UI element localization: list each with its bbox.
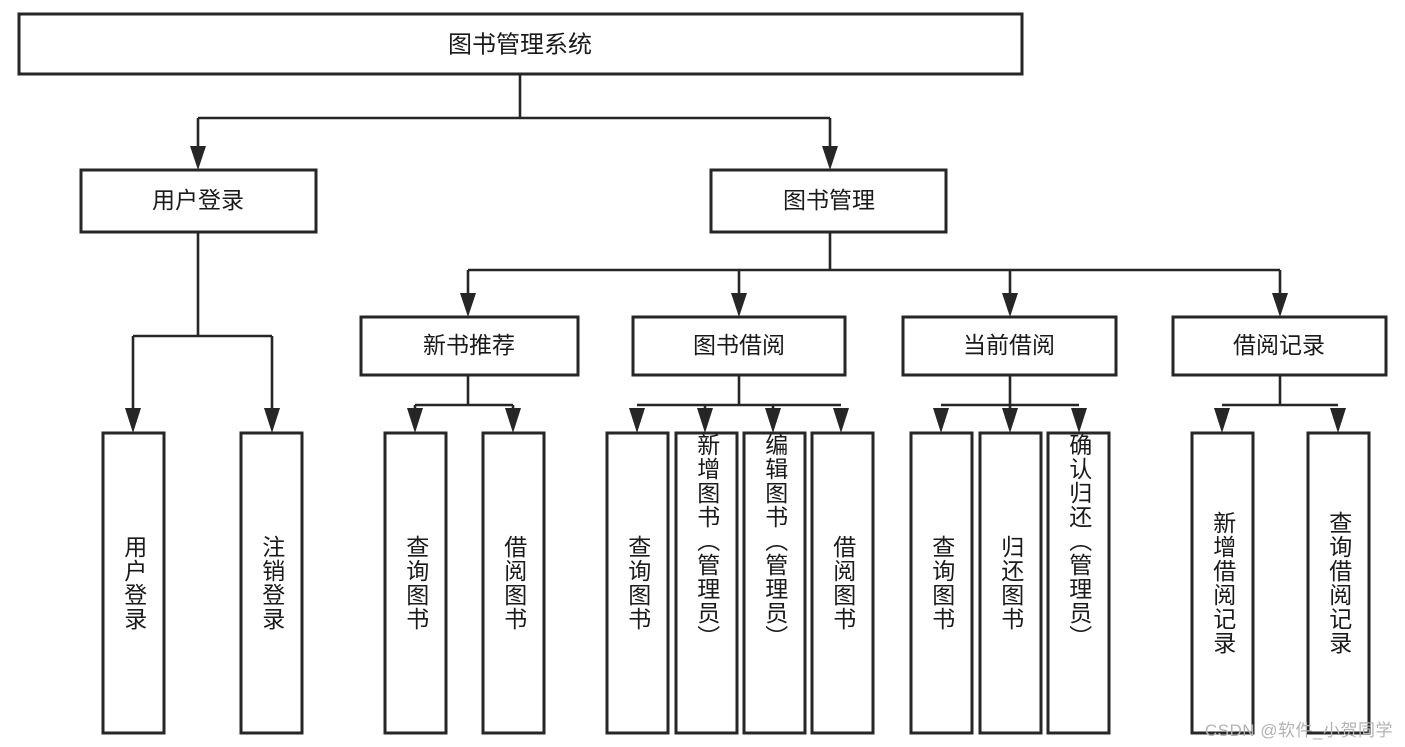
node-current-box[interactable]	[901, 315, 1118, 377]
arrowhead-leaf-bo-0	[629, 408, 645, 433]
arrowhead-leaf-cu-1	[1002, 408, 1018, 433]
node-new-book-box[interactable]	[359, 315, 580, 377]
node-leaf-bo-1-box[interactable]	[674, 431, 739, 735]
arrowhead-leaf-cu-0	[933, 408, 949, 433]
arrowhead-leaf-bo-1	[697, 408, 713, 433]
node-leaf-ul-1-box[interactable]	[239, 431, 304, 735]
node-root-label: 图书管理系统	[448, 31, 592, 58]
arrowhead-leaf-re-1	[1330, 408, 1346, 433]
node-leaf-bo-0-box[interactable]	[605, 431, 670, 735]
node-leaf-bo-3-box[interactable]	[810, 431, 875, 735]
connector-current-to-leaves	[933, 375, 1087, 433]
arrowhead-l3-3	[1272, 293, 1288, 317]
node-leaf-cu-2-box[interactable]	[1046, 431, 1111, 735]
arrowhead-l3-1	[731, 293, 747, 317]
arrowhead-leaf-bo-2	[765, 408, 781, 433]
connector-book-mgmt-to-level3	[460, 232, 1288, 317]
arrowhead-leaf-ul-0	[125, 408, 141, 433]
node-leaf-re-1-box[interactable]	[1306, 431, 1371, 735]
node-root-box[interactable]	[17, 12, 1024, 76]
connector-borrow-to-leaves	[629, 375, 849, 433]
arrowhead-leaf-cu-2	[1071, 408, 1087, 433]
node-new-book-label: 新书推荐	[423, 332, 515, 358]
arrowhead-leaf-re-0	[1214, 408, 1230, 433]
connector-records-to-leaves	[1214, 375, 1346, 433]
node-records-label: 借阅记录	[1233, 332, 1325, 358]
arrowhead-leaf-nb-1	[505, 408, 521, 433]
connector-new-book-to-leaves	[407, 375, 521, 433]
arrowhead-l3-0	[460, 293, 476, 317]
node-user-login-label: 用户登录	[152, 187, 244, 213]
arrowhead-leaf-bo-3	[833, 408, 849, 433]
node-current-label: 当前借阅	[963, 332, 1055, 358]
node-leaf-cu-0-box[interactable]	[909, 431, 974, 735]
node-book-mgmt-label: 图书管理	[783, 187, 875, 213]
node-leaf-bo-2-box[interactable]	[742, 431, 807, 735]
arrowhead-book-mgmt	[822, 146, 838, 170]
node-records-box[interactable]	[1171, 315, 1388, 377]
csdn-watermark: CSDN @软件_小贺同学	[1204, 721, 1393, 740]
node-leaf-ul-0-box[interactable]	[101, 431, 166, 735]
node-book-mgmt-box[interactable]	[709, 168, 948, 234]
node-leaf-re-0-box[interactable]	[1190, 431, 1255, 735]
arrowhead-user-login	[190, 146, 206, 170]
connector-user-login-to-leaves	[125, 232, 280, 433]
node-borrow-box[interactable]	[631, 315, 847, 377]
arrowhead-l3-2	[1002, 293, 1018, 317]
node-leaf-nb-0-box[interactable]	[383, 431, 448, 735]
node-borrow-label: 图书借阅	[693, 332, 785, 358]
node-user-login-box[interactable]	[79, 168, 318, 234]
arrowhead-leaf-nb-0	[407, 408, 423, 433]
node-leaf-cu-1-box[interactable]	[978, 431, 1043, 735]
arrowhead-leaf-ul-1	[264, 408, 280, 433]
node-leaf-nb-1-box[interactable]	[481, 431, 546, 735]
connector-root-to-level2	[190, 75, 838, 170]
